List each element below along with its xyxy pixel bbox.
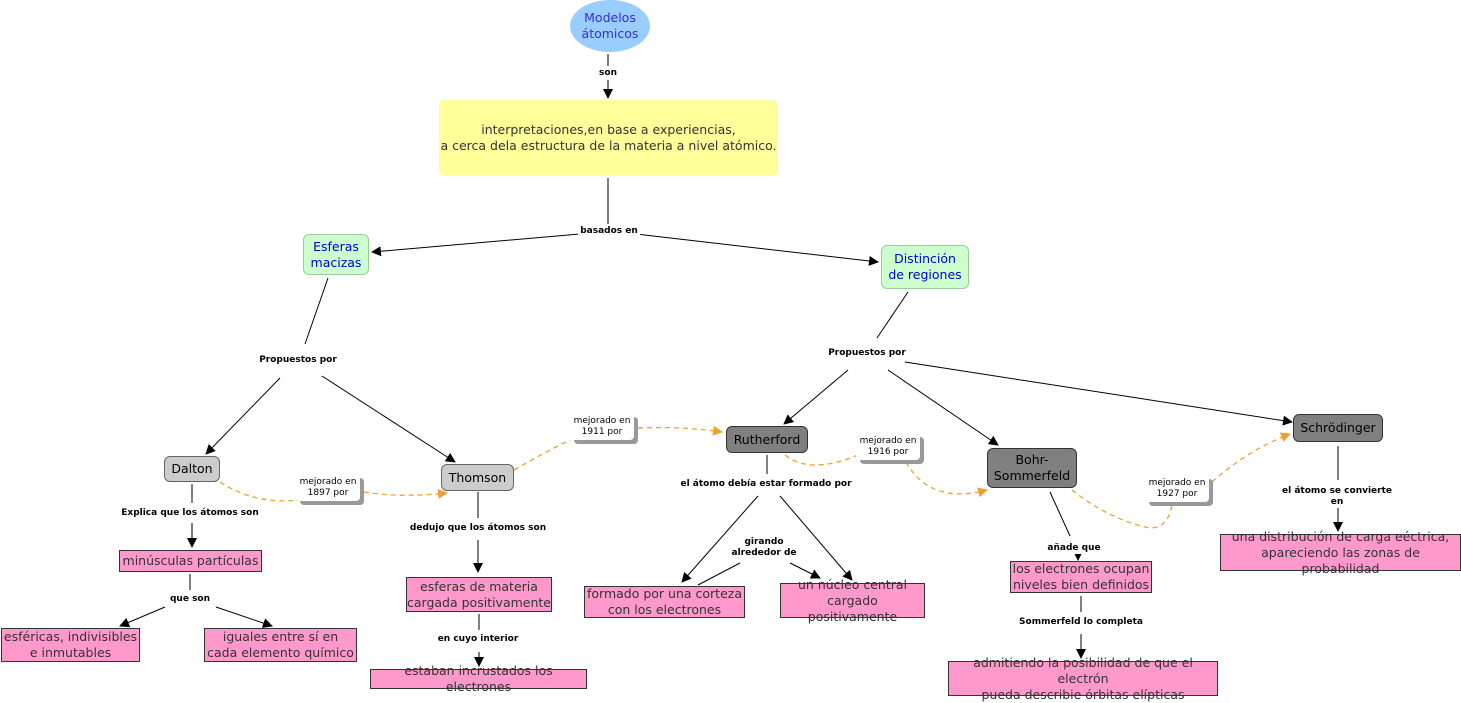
label-dedujo: dedujo que los átomos son xyxy=(407,523,549,534)
dash-rutherford-1916 xyxy=(784,454,859,466)
link-debia-corteza xyxy=(681,495,759,583)
link-basados-distincion xyxy=(635,233,879,266)
node-modelos-atomicos[interactable]: Modelos átomicos xyxy=(570,0,650,52)
node-incrustados[interactable]: estaban incrustados los electrones xyxy=(370,663,587,694)
node-niveles[interactable]: los electrones ocupan niveles bien defin… xyxy=(1010,561,1152,593)
dash-1911-rutherford xyxy=(637,425,723,436)
dash-1897-thomson xyxy=(363,488,448,499)
dash-1916-bohr xyxy=(905,461,988,498)
link-basados-esferas xyxy=(371,233,581,257)
link-distincion-propuestos xyxy=(876,291,909,339)
link-debia-nucleo xyxy=(779,495,853,581)
link-corteza-girando xyxy=(697,562,741,586)
node-esferas-macizas[interactable]: Esferas macizas xyxy=(303,234,369,275)
node-thomson[interactable]: Thomson xyxy=(441,464,514,491)
note-mejorado-1911: mejorado en 1911 por xyxy=(570,413,634,440)
link-esferas-propuestos xyxy=(304,277,329,345)
link-queson-esfericas xyxy=(119,606,166,628)
node-distribucion[interactable]: una distribución de carga eéctrica, apar… xyxy=(1220,529,1461,576)
dash-thomson-1911 xyxy=(513,439,571,471)
node-interpretaciones[interactable]: interpretaciones,en base a experiencias,… xyxy=(439,100,778,176)
link-propuestos-thomson xyxy=(321,375,456,463)
link-bohr-anade xyxy=(1049,491,1071,537)
node-elipticas[interactable]: admitiendo la posibilidad de que el elec… xyxy=(948,655,1218,702)
dash-1927-schrodinger xyxy=(1211,432,1291,483)
label-basados-en: basados en xyxy=(578,226,640,237)
node-minusculas-particulas[interactable]: minúsculas partículas xyxy=(119,550,262,572)
label-debia-formado: el átomo debía estar formado por xyxy=(678,479,854,490)
label-son: son xyxy=(597,68,619,79)
node-iguales[interactable]: iguales entre sí en cada elemento químic… xyxy=(204,628,357,662)
label-que-son: que son xyxy=(167,594,213,605)
node-esfericas[interactable]: esféricas, indivisibles e inmutables xyxy=(1,628,140,662)
label-se-convierte: el átomo se convierte en xyxy=(1275,486,1399,508)
label-anade-que: añade que xyxy=(1045,543,1103,554)
label-propuestos-der: Propuestos por xyxy=(826,348,908,359)
label-girando: girando alrededor de xyxy=(729,537,799,559)
node-schrodinger[interactable]: Schrödinger xyxy=(1293,414,1383,442)
link-propuestos-rutherford xyxy=(783,369,849,425)
node-nucleo[interactable]: un núcleo central cargado positivamente xyxy=(780,577,925,624)
link-propuestos-schrodinger xyxy=(904,361,1293,426)
label-explica: Explica que los átomos son xyxy=(119,508,261,519)
dash-bohr-1927 xyxy=(1071,489,1173,529)
note-mejorado-1897: mejorado en 1897 por xyxy=(296,474,360,501)
label-sommerfeld-completa: Sommerfeld lo completa xyxy=(1017,617,1145,628)
node-distincion-regiones[interactable]: Distinción de regiones xyxy=(881,245,969,289)
link-propuestos-bohr xyxy=(887,369,999,446)
link-propuestos-dalton xyxy=(205,377,281,455)
link-queson-iguales xyxy=(215,606,273,628)
node-rutherford[interactable]: Rutherford xyxy=(726,426,808,453)
note-mejorado-1916: mejorado en 1916 por xyxy=(856,433,920,460)
node-dalton[interactable]: Dalton xyxy=(164,456,220,482)
node-esferas-materia[interactable]: esferas de materia cargada positivamente xyxy=(406,577,552,612)
dash-dalton-1897 xyxy=(219,481,301,502)
node-bohr-sommerfeld[interactable]: Bohr- Sommerfeld xyxy=(987,448,1077,488)
note-mejorado-1927: mejorado en 1927 por xyxy=(1145,475,1209,502)
label-cuyo-interior: en cuyo interior xyxy=(435,634,521,645)
link-girando-nucleo xyxy=(789,562,821,579)
label-propuestos-izq: Propuestos por xyxy=(257,355,339,366)
node-corteza[interactable]: formado por una corteza con los electron… xyxy=(584,586,745,618)
